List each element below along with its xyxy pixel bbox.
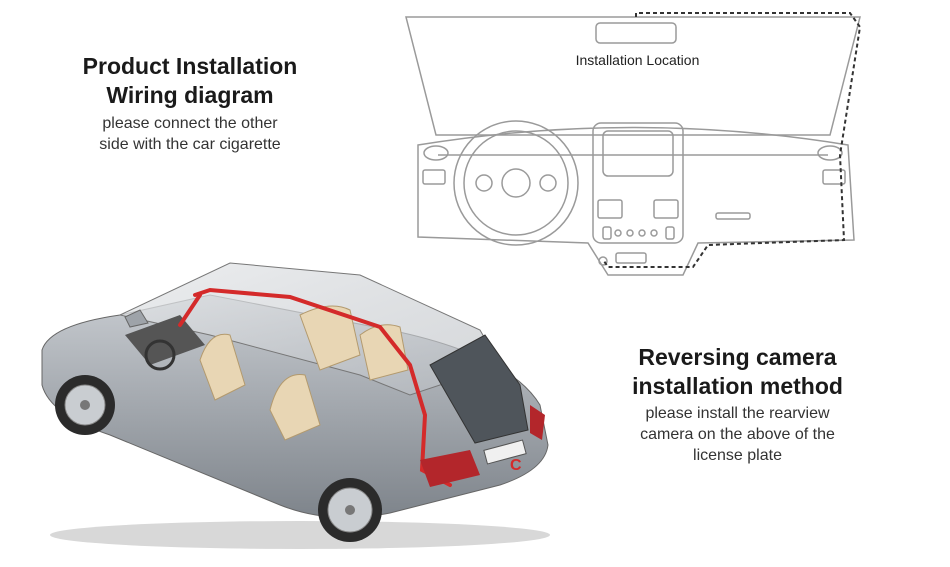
center-console [592,122,684,244]
rear-window [429,334,529,444]
reversing-title-line2: installation method [632,372,843,399]
installation-title-line2: Wiring diagram [106,81,274,108]
tail-light-left [420,450,480,487]
dashboard-body [417,126,855,276]
reversing-desc-line3: license plate [693,446,782,464]
installation-description: please connect the other side with the c… [60,114,320,156]
center-screen [602,130,674,177]
reversing-desc-line2: camera on the above of the [640,425,835,443]
installation-desc-line1: please connect the other [102,115,278,132]
side-mirror [124,309,149,328]
installation-title: Product Installation Wiring diagram [55,52,325,110]
rearview-mirror [595,22,677,44]
reversing-title-line1: Reversing camera [638,344,837,370]
steering-wheel [453,120,579,246]
rear-wheel [318,478,382,542]
rear-seat [299,305,361,371]
tail-light-right [530,405,545,440]
reversing-camera-title: Reversing camera installation method [600,343,875,401]
cable-route-dashed [603,12,862,268]
car-cutaway-illustration: C [41,262,550,549]
license-plate [483,439,527,465]
dashboard-diagram [405,12,862,276]
front-seat-left [199,333,246,401]
reversing-desc-line1: please install the rearview [645,405,830,422]
installation-title-line1: Product Installation [82,53,298,79]
installation-desc-line2: side with the car cigarette [99,135,281,153]
reversing-camera-description: please install the rearview camera on th… [610,404,865,466]
windshield-outline [405,16,861,136]
camera-marker: C [510,457,522,474]
front-wheel [55,375,115,435]
installation-location-label: Installation Location [575,52,700,68]
front-seat-right [269,373,321,441]
